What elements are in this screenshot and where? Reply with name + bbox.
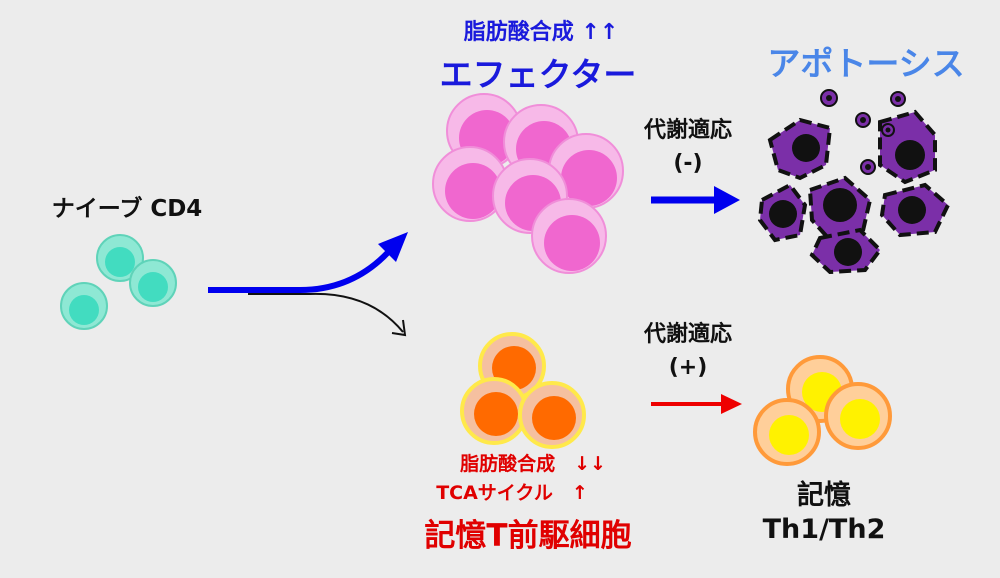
apoptotic-cell — [879, 182, 951, 238]
precursor-cell — [460, 377, 528, 445]
memory-cell-cluster — [753, 355, 892, 466]
blue-branch-arrow — [208, 246, 395, 293]
apoptotic-body — [860, 159, 876, 175]
effector-cell — [432, 146, 508, 222]
metabolic-adaptation-top-label: 代謝適応 — [643, 118, 733, 143]
apoptotic-cell-cluster — [757, 89, 951, 275]
effector-cell-cluster — [432, 93, 624, 274]
black-branch-arrow — [248, 292, 404, 333]
apoptotic-cell — [878, 109, 937, 185]
metabolic-arrow-top — [651, 186, 740, 214]
apoptotic-cell — [807, 175, 873, 243]
memory-cell — [753, 398, 821, 466]
effector-fatty-acid-label: 脂肪酸合成 ↑↑ — [463, 20, 619, 45]
apoptotic-body — [855, 112, 871, 128]
metabolic-arrow-bottom — [651, 394, 742, 414]
naive-cell — [129, 259, 177, 307]
naive-cell — [60, 282, 108, 330]
precursor-cell — [518, 381, 586, 449]
naive-cell-cluster — [60, 234, 177, 330]
blue-branch-arrowhead — [378, 232, 408, 262]
apoptotic-cell — [767, 117, 833, 181]
differentiation-arrows — [208, 232, 408, 337]
apoptotic-cell — [809, 227, 883, 275]
black-branch-arrowhead — [391, 319, 407, 337]
apoptotic-body — [820, 89, 838, 107]
metabolic-adaptation-bottom-sign: (+) — [668, 355, 708, 380]
effector-cell — [531, 198, 607, 274]
memory-precursor-label: 記憶T前駆細胞 — [424, 518, 632, 554]
precursor-cell-cluster — [460, 332, 586, 449]
th-label: Th1/Th2 — [762, 514, 886, 545]
effector-label: エフェクター — [439, 55, 637, 94]
memory-cell — [824, 382, 892, 450]
apoptosis-label: アポトーシス — [767, 44, 965, 83]
memory-tca-label: TCAサイクル ↑ — [436, 482, 588, 504]
metabolic-adaptation-bottom-label: 代謝適応 — [643, 322, 733, 347]
apoptotic-body — [881, 123, 895, 137]
memory-label: 記憶 — [797, 480, 851, 511]
apoptotic-body — [890, 91, 906, 107]
apoptotic-cell — [757, 182, 808, 243]
naive-cell — [96, 234, 144, 282]
naive-cd4-label: ナイーブ CD4 — [51, 196, 203, 222]
memory-fatty-acid-label: 脂肪酸合成 ↓↓ — [460, 453, 606, 475]
metabolic-adaptation-top-sign: (-) — [673, 151, 703, 176]
